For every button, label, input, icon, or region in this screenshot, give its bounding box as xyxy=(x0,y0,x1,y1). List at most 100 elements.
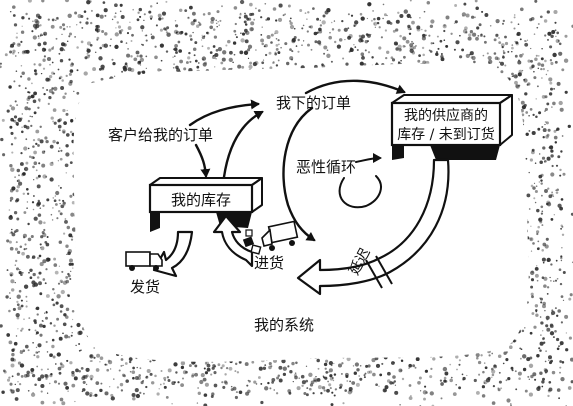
speckle-dot xyxy=(6,269,9,272)
speckle-dot xyxy=(430,19,435,24)
speckle-dot xyxy=(157,13,162,18)
speckle-dot xyxy=(191,373,195,377)
speckle-dot xyxy=(565,348,569,352)
speckle-dot xyxy=(402,36,407,41)
speckle-dot xyxy=(197,387,199,389)
arrow-customer-to-inventory xyxy=(194,143,211,178)
speckle-dot xyxy=(561,233,565,237)
speckle-dot xyxy=(542,301,546,306)
speckle-dot xyxy=(222,385,226,389)
speckle-dot xyxy=(249,27,254,32)
speckle-dot xyxy=(42,204,45,207)
speckle-dot xyxy=(562,299,565,302)
speckle-dot xyxy=(297,38,300,42)
speckle-dot xyxy=(294,372,297,375)
speckle-dot xyxy=(59,75,63,79)
speckle-dot xyxy=(436,35,439,38)
speckle-dot xyxy=(250,27,254,31)
speckle-dot xyxy=(75,24,78,26)
speckle-dot xyxy=(559,344,562,347)
speckle-dot xyxy=(21,271,24,274)
speckle-dot xyxy=(145,34,148,37)
speckle-dot xyxy=(145,55,148,58)
speckle-dot xyxy=(472,32,477,37)
speckle-dot xyxy=(391,381,395,385)
speckle-dot xyxy=(37,35,40,37)
speckle-dot xyxy=(275,392,279,395)
speckle-dot xyxy=(544,360,547,363)
speckle-dot xyxy=(428,49,431,52)
speckle-dot xyxy=(511,369,514,372)
speckle-dot xyxy=(532,113,535,117)
speckle-dot xyxy=(203,393,208,397)
speckle-dot xyxy=(25,254,30,259)
speckle-dot xyxy=(408,396,413,400)
speckle-dot xyxy=(58,336,63,341)
speckle-dot xyxy=(264,43,268,48)
speckle-dot xyxy=(174,55,176,57)
speckle-dot xyxy=(68,81,73,86)
speckle-dot xyxy=(535,115,538,118)
speckle-dot xyxy=(210,20,214,24)
speckle-dot xyxy=(364,372,367,375)
speckle-dot xyxy=(273,389,275,391)
speckle-dot xyxy=(16,250,21,255)
speckle-dot xyxy=(25,187,29,191)
speckle-dot xyxy=(376,16,381,21)
speckle-dot xyxy=(483,379,488,385)
speckle-dot xyxy=(330,403,334,406)
speckle-dot xyxy=(53,324,56,327)
speckle-dot xyxy=(191,11,196,16)
speckle-dot xyxy=(127,67,132,72)
speckle-dot xyxy=(316,358,320,363)
speckle-dot xyxy=(538,347,541,350)
speckle-dot xyxy=(64,219,68,224)
speckle-dot xyxy=(39,292,43,296)
speckle-dot xyxy=(544,123,546,126)
speckle-dot xyxy=(89,374,94,379)
speckle-dot xyxy=(11,375,14,378)
speckle-dot xyxy=(560,321,564,324)
speckle-dot xyxy=(538,247,540,249)
speckle-dot xyxy=(554,307,557,310)
speckle-dot xyxy=(541,47,543,50)
speckle-dot xyxy=(9,188,14,193)
speckle-dot xyxy=(531,295,534,299)
speckle-dot xyxy=(545,324,549,328)
speckle-dot xyxy=(498,371,501,374)
speckle-dot xyxy=(477,34,480,37)
speckle-dot xyxy=(541,249,544,252)
speckle-dot xyxy=(309,383,314,387)
speckle-dot xyxy=(55,190,60,196)
speckle-dot xyxy=(32,99,37,104)
speckle-dot xyxy=(156,392,160,396)
speckle-dot xyxy=(507,50,510,53)
speckle-dot xyxy=(64,163,69,168)
speckle-dot xyxy=(44,282,47,285)
speckle-dot xyxy=(21,113,24,115)
speckle-dot xyxy=(138,374,141,377)
speckle-dot xyxy=(346,356,351,362)
speckle-dot xyxy=(9,199,12,202)
speckle-dot xyxy=(113,378,115,380)
speckle-dot xyxy=(9,292,11,294)
speckle-dot xyxy=(547,355,553,360)
speckle-dot xyxy=(41,34,43,37)
speckle-dot xyxy=(45,242,50,247)
speckle-dot xyxy=(550,310,556,316)
speckle-dot xyxy=(289,17,292,20)
speckle-dot xyxy=(559,168,562,172)
speckle-dot xyxy=(120,364,123,367)
speckle-dot xyxy=(181,377,185,380)
speckle-dot xyxy=(38,100,41,103)
speckle-dot xyxy=(304,12,307,14)
speckle-dot xyxy=(52,401,56,405)
speckle-dot xyxy=(547,389,551,393)
speckle-dot xyxy=(277,39,280,42)
speckle-dot xyxy=(312,7,315,10)
speckle-dot xyxy=(514,80,518,85)
speckle-dot xyxy=(54,195,57,197)
speckle-dot xyxy=(233,6,238,10)
speckle-dot xyxy=(69,361,73,365)
speckle-dot xyxy=(50,373,53,376)
